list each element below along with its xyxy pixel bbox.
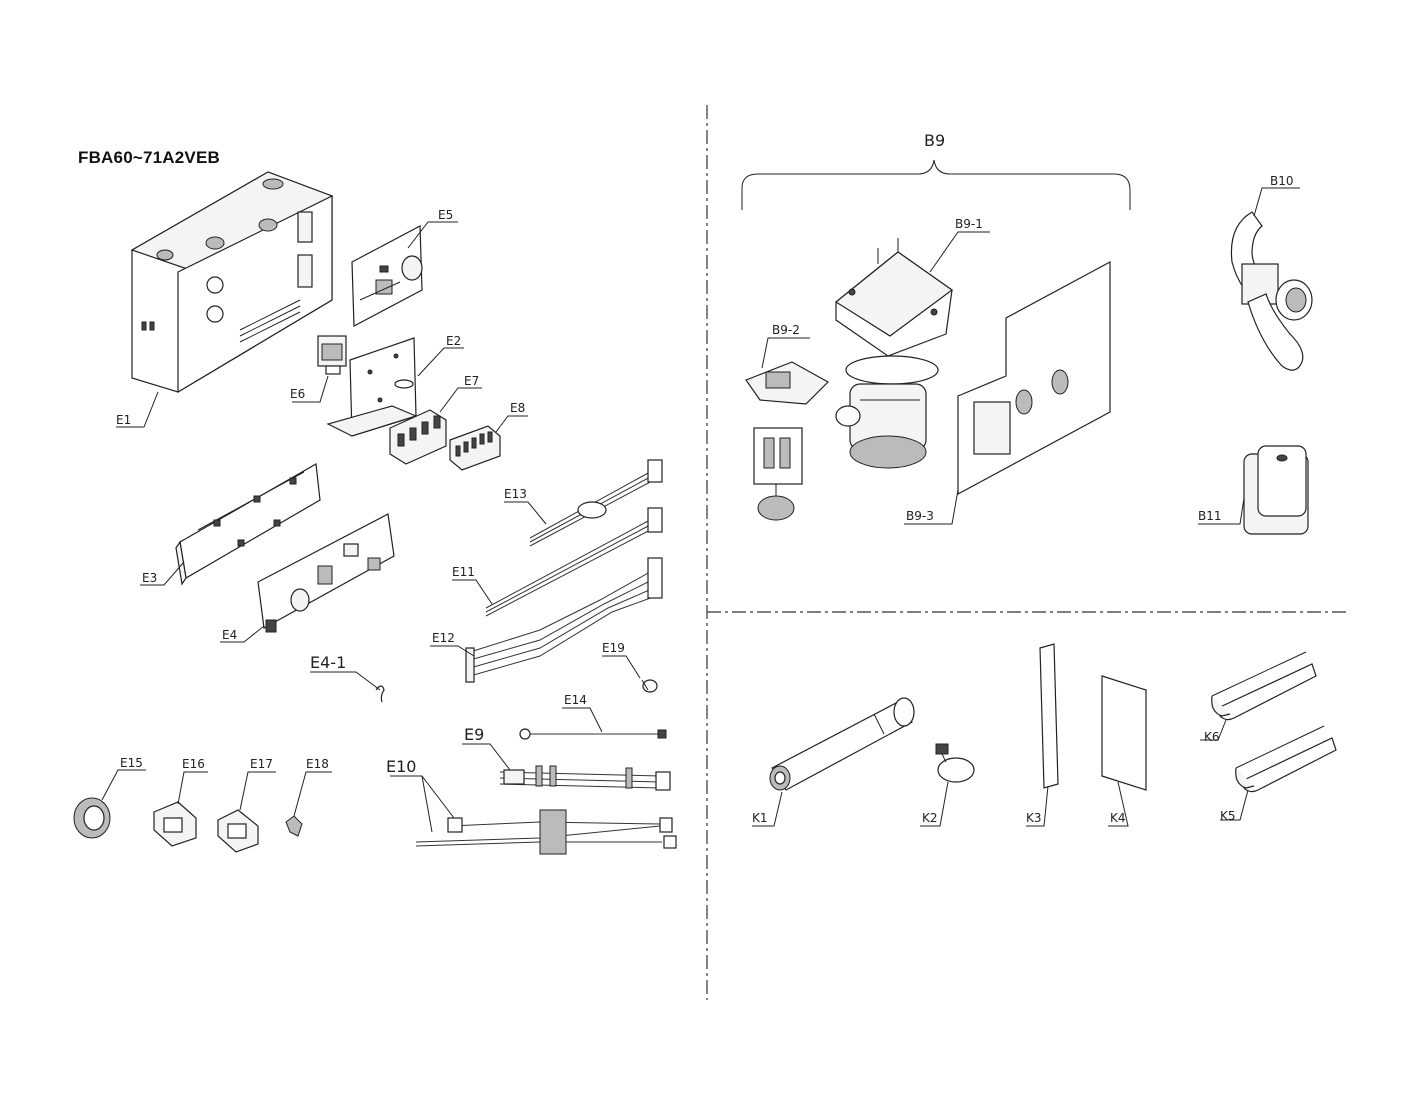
label-k2: K2 xyxy=(922,811,938,825)
b9-group-bracket xyxy=(741,159,1131,210)
part-e4-1-clip xyxy=(375,685,385,703)
label-e14: E14 xyxy=(564,693,587,707)
part-e19-screw xyxy=(641,679,658,693)
label-k5: K5 xyxy=(1220,809,1236,823)
part-e10-harness xyxy=(415,809,677,855)
label-e9: E9 xyxy=(464,725,484,744)
part-b9-2-float-switch xyxy=(745,361,829,521)
label-e12: E12 xyxy=(432,631,455,645)
part-e13-harness xyxy=(529,459,663,547)
part-e16-bracket xyxy=(153,801,197,847)
part-e15-ring xyxy=(73,797,111,839)
label-e19: E19 xyxy=(602,641,625,655)
label-e1: E1 xyxy=(116,413,131,427)
label-b10: B10 xyxy=(1270,174,1294,188)
label-k6: K6 xyxy=(1204,730,1220,744)
part-e8-terminal-strip xyxy=(449,425,501,471)
label-e8: E8 xyxy=(510,401,525,415)
label-b9: B9 xyxy=(924,131,945,150)
part-e17-bracket xyxy=(217,809,259,853)
part-b9-1-motor-bracket xyxy=(834,238,954,357)
part-k3-sealing-strip xyxy=(1039,643,1059,789)
label-b9-3: B9-3 xyxy=(906,509,934,523)
part-e5-pcb xyxy=(351,225,423,327)
label-e15: E15 xyxy=(120,756,143,770)
part-e12-harness xyxy=(465,557,663,683)
label-e3: E3 xyxy=(142,571,157,585)
label-e4-1: E4-1 xyxy=(310,653,346,672)
part-e11-harness xyxy=(485,507,663,617)
part-e14-thermistor xyxy=(519,728,667,740)
part-e9-harness xyxy=(499,765,671,791)
part-drain-pump xyxy=(835,355,939,469)
part-k2-hose-clamp xyxy=(935,743,975,783)
label-k3: K3 xyxy=(1026,811,1042,825)
part-k4-insulation-sheet xyxy=(1101,675,1147,791)
label-b9-1: B9-1 xyxy=(955,217,983,231)
part-e18-clamp xyxy=(285,815,303,837)
label-e17: E17 xyxy=(250,757,273,771)
label-e11: E11 xyxy=(452,565,475,579)
part-e1-switch-box xyxy=(130,171,334,394)
label-e7: E7 xyxy=(464,374,479,388)
label-k1: K1 xyxy=(752,811,768,825)
part-b10-drain-elbow xyxy=(1230,211,1313,371)
model-title: FBA60~71A2VEB xyxy=(78,148,220,167)
label-e18: E18 xyxy=(306,757,329,771)
label-e16: E16 xyxy=(182,757,205,771)
label-e5: E5 xyxy=(438,208,453,222)
part-b9-3-drain-panel xyxy=(957,260,1111,496)
part-k6-channel xyxy=(1211,651,1317,721)
part-e2-mounting-plate xyxy=(326,337,418,437)
part-e6-transformer xyxy=(317,335,347,375)
label-e4: E4 xyxy=(222,628,237,642)
part-e7-terminal-block xyxy=(389,409,447,465)
label-e10: E10 xyxy=(386,757,416,776)
part-e4-control-pcb xyxy=(257,513,395,633)
part-k5-channel xyxy=(1235,725,1337,793)
label-b11: B11 xyxy=(1198,509,1222,523)
label-k4: K4 xyxy=(1110,811,1126,825)
part-b11-cover xyxy=(1243,445,1309,535)
part-e3-board-frame xyxy=(175,463,321,586)
label-e6: E6 xyxy=(290,387,305,401)
label-b9-2: B9-2 xyxy=(772,323,800,337)
label-e2: E2 xyxy=(446,334,461,348)
label-e13: E13 xyxy=(504,487,527,501)
part-k1-insulation-tube xyxy=(769,697,915,791)
